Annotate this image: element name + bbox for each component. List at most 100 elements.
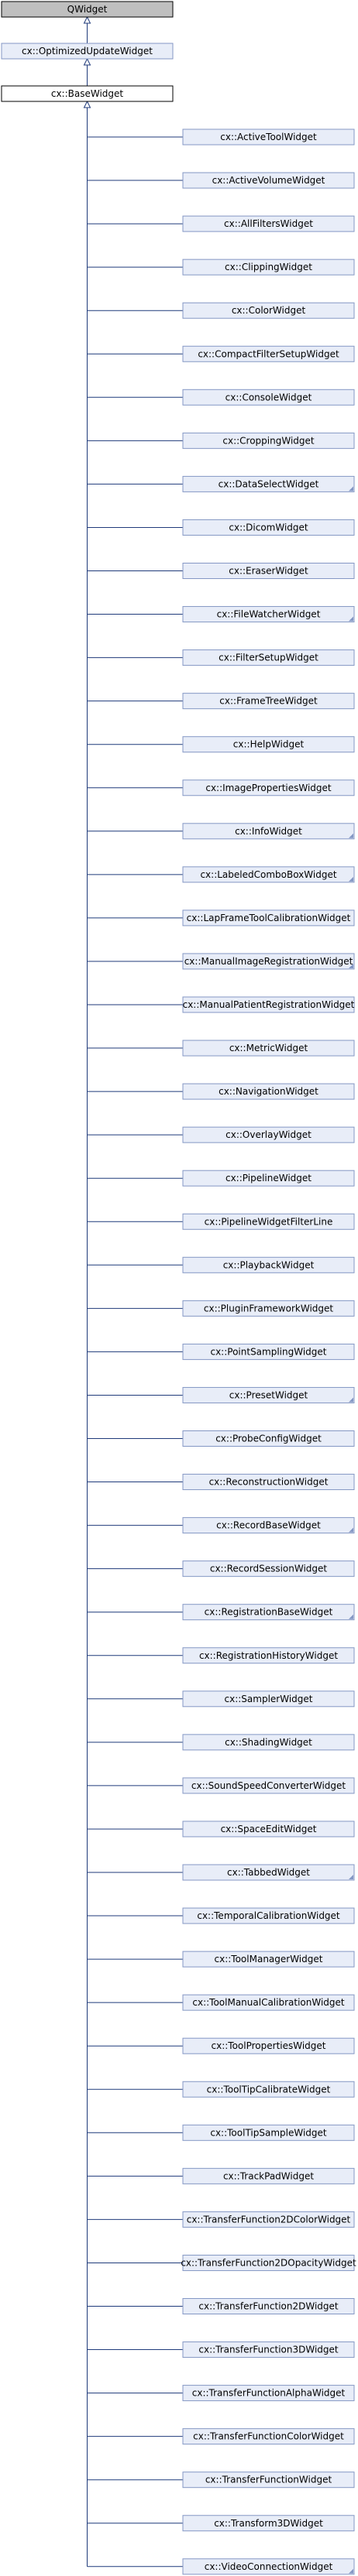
node-space-edit-widget-box (182, 1821, 355, 1838)
node-eraser-widget[interactable]: cx::EraserWidget (182, 563, 355, 579)
node-playback-widget[interactable]: cx::PlaybackWidget (182, 1256, 355, 1273)
node-help-widget[interactable]: cx::HelpWidget (182, 736, 355, 753)
node-active-volume-widget[interactable]: cx::ActiveVolumeWidget (182, 172, 355, 189)
node-tool-properties-widget[interactable]: cx::ToolPropertiesWidget (182, 2037, 355, 2054)
node-point-sampling-widget[interactable]: cx::PointSamplingWidget (182, 1343, 355, 1360)
node-transform3-dwidget-box (182, 2515, 355, 2532)
node-console-widget[interactable]: cx::ConsoleWidget (182, 389, 355, 406)
node-sound-speed-converter-widget-label: cx::SoundSpeedConverterWidget (191, 1780, 346, 1791)
more-subclasses-icon (349, 2568, 353, 2574)
more-subclasses-icon (349, 833, 353, 838)
node-sampler-widget-label: cx::SamplerWidget (225, 1694, 313, 1704)
node-tabbed-widget[interactable]: cx::TabbedWidget (182, 1864, 355, 1881)
node-color-widget[interactable]: cx::ColorWidget (182, 302, 355, 319)
node-registration-base-widget[interactable]: cx::RegistrationBaseWidget (182, 1604, 355, 1621)
node-transfer-function-alpha-widget-label: cx::TransferFunctionAlphaWidget (192, 2388, 346, 2399)
node-plugin-framework-widget[interactable]: cx::PluginFrameworkWidget (182, 1300, 355, 1317)
node-navigation-widget[interactable]: cx::NavigationWidget (182, 1083, 355, 1100)
node-track-pad-widget-label: cx::TrackPadWidget (223, 2170, 314, 2181)
node-probe-config-widget[interactable]: cx::ProbeConfigWidget (182, 1430, 355, 1447)
node-record-base-widget-box (182, 1517, 355, 1534)
node-transfer-function2-dcolor-widget-box (182, 2211, 355, 2228)
node-record-base-widget-label: cx::RecordBaseWidget (216, 1520, 321, 1531)
node-transfer-function2-dcolor-widget[interactable]: cx::TransferFunction2DColorWidget (182, 2211, 355, 2228)
node-pipeline-widget-filter-line[interactable]: cx::PipelineWidgetFilterLine (182, 1213, 355, 1230)
node-dicom-widget[interactable]: cx::DicomWidget (182, 519, 355, 536)
node-file-watcher-widget-box (182, 606, 355, 623)
node-frame-tree-widget[interactable]: cx::FrameTreeWidget (182, 693, 355, 710)
node-compact-filter-setup-widget[interactable]: cx::CompactFilterSetupWidget (182, 345, 355, 362)
node-image-properties-widget[interactable]: cx::ImagePropertiesWidget (182, 779, 355, 796)
more-subclasses-icon (349, 616, 353, 622)
node-manual-image-registration-widget[interactable]: cx::ManualImageRegistrationWidget (182, 953, 355, 970)
node-manual-patient-registration-widget[interactable]: cx::ManualPatientRegistrationWidget (182, 996, 355, 1013)
node-tool-tip-calibrate-widget-box (182, 2081, 355, 2098)
node-registration-history-widget[interactable]: cx::RegistrationHistoryWidget (182, 1647, 355, 1664)
node-transfer-function-alpha-widget-box (182, 2385, 355, 2402)
node-data-select-widget-label: cx::DataSelectWidget (219, 478, 319, 489)
node-transform3-dwidget[interactable]: cx::Transform3DWidget (182, 2515, 355, 2532)
node-info-widget[interactable]: cx::InfoWidget (182, 823, 355, 840)
node-tool-tip-calibrate-widget[interactable]: cx::ToolTipCalibrateWidget (182, 2081, 355, 2098)
node-track-pad-widget-box (182, 2167, 355, 2184)
node-frame-tree-widget-label: cx::FrameTreeWidget (219, 696, 318, 707)
node-overlay-widget[interactable]: cx::OverlayWidget (182, 1126, 355, 1143)
node-base-widget[interactable]: cx::BaseWidget (1, 85, 174, 102)
node-tool-properties-widget-box (182, 2037, 355, 2054)
node-all-filters-widget[interactable]: cx::AllFiltersWidget (182, 215, 355, 232)
more-subclasses-icon (349, 1527, 353, 1533)
node-space-edit-widget[interactable]: cx::SpaceEditWidget (182, 1821, 355, 1838)
node-color-widget-label: cx::ColorWidget (232, 305, 306, 316)
node-reconstruction-widget[interactable]: cx::ReconstructionWidget (182, 1474, 355, 1491)
node-lap-frame-tool-calibration-widget-box (182, 909, 355, 927)
node-record-base-widget[interactable]: cx::RecordBaseWidget (182, 1517, 355, 1534)
node-record-session-widget[interactable]: cx::RecordSessionWidget (182, 1560, 355, 1577)
node-file-watcher-widget[interactable]: cx::FileWatcherWidget (182, 606, 355, 623)
node-cropping-widget-label: cx::CroppingWidget (222, 435, 315, 446)
node-transfer-function2-dopacity-widget-label: cx::TransferFunction2DOpacityWidget (181, 2257, 356, 2268)
more-subclasses-icon (349, 1614, 353, 1619)
node-track-pad-widget[interactable]: cx::TrackPadWidget (182, 2167, 355, 2184)
node-tool-manual-calibration-widget-box (182, 1994, 355, 2011)
node-metric-widget[interactable]: cx::MetricWidget (182, 1040, 355, 1057)
node-sound-speed-converter-widget[interactable]: cx::SoundSpeedConverterWidget (182, 1777, 355, 1794)
node-transfer-function2-dwidget-box (182, 2298, 355, 2314)
node-tool-tip-calibrate-widget-label: cx::ToolTipCalibrateWidget (207, 2084, 331, 2095)
node-data-select-widget[interactable]: cx::DataSelectWidget (182, 475, 355, 492)
node-data-select-widget-box (182, 475, 355, 492)
node-optimized-update-widget[interactable]: cx::OptimizedUpdateWidget (1, 43, 174, 60)
node-tool-manual-calibration-widget[interactable]: cx::ToolManualCalibrationWidget (182, 1994, 355, 2011)
node-transfer-function2-dcolor-widget-label: cx::TransferFunction2DColorWidget (187, 2214, 351, 2225)
node-transfer-function-color-widget[interactable]: cx::TransferFunctionColorWidget (182, 2428, 355, 2445)
node-active-tool-widget[interactable]: cx::ActiveToolWidget (182, 128, 355, 146)
node-transfer-function-widget[interactable]: cx::TransferFunctionWidget (182, 2472, 355, 2489)
node-preset-widget[interactable]: cx::PresetWidget (182, 1386, 355, 1403)
node-cropping-widget[interactable]: cx::CroppingWidget (182, 432, 355, 449)
node-video-connection-widget[interactable]: cx::VideoConnectionWidget (182, 2558, 355, 2575)
node-tool-manager-widget-box (182, 1951, 355, 1968)
node-lap-frame-tool-calibration-widget[interactable]: cx::LapFrameToolCalibrationWidget (182, 909, 355, 927)
node-tool-tip-sample-widget-label: cx::ToolTipSampleWidget (210, 2127, 327, 2138)
node-tool-manager-widget[interactable]: cx::ToolManagerWidget (182, 1951, 355, 1968)
node-manual-patient-registration-widget-box (182, 996, 355, 1013)
node-labeled-combo-box-widget-box (182, 866, 355, 883)
node-pipeline-widget[interactable]: cx::PipelineWidget (182, 1170, 355, 1187)
node-transfer-function2-dopacity-widget[interactable]: cx::TransferFunction2DOpacityWidget (181, 2254, 356, 2271)
node-shading-widget[interactable]: cx::ShadingWidget (182, 1734, 355, 1751)
node-transfer-function-alpha-widget[interactable]: cx::TransferFunctionAlphaWidget (182, 2385, 355, 2402)
node-video-connection-widget-label: cx::VideoConnectionWidget (205, 2561, 333, 2572)
node-sampler-widget[interactable]: cx::SamplerWidget (182, 1690, 355, 1708)
node-clipping-widget[interactable]: cx::ClippingWidget (182, 259, 355, 276)
node-probe-config-widget-box (182, 1430, 355, 1447)
node-temporal-calibration-widget[interactable]: cx::TemporalCalibrationWidget (182, 1907, 355, 1924)
node-labeled-combo-box-widget[interactable]: cx::LabeledComboBoxWidget (182, 866, 355, 883)
node-console-widget-label: cx::ConsoleWidget (225, 392, 312, 402)
node-transfer-function2-dwidget[interactable]: cx::TransferFunction2DWidget (182, 2298, 355, 2314)
node-transfer-function3-dwidget[interactable]: cx::TransferFunction3DWidget (182, 2341, 355, 2358)
node-eraser-widget-box (182, 563, 355, 579)
node-filter-setup-widget[interactable]: cx::FilterSetupWidget (182, 649, 355, 666)
node-tool-tip-sample-widget[interactable]: cx::ToolTipSampleWidget (182, 2124, 355, 2141)
node-cropping-widget-box (182, 432, 355, 449)
node-qwidget[interactable]: QWidget (1, 1, 174, 18)
node-overlay-widget-box (182, 1126, 355, 1143)
